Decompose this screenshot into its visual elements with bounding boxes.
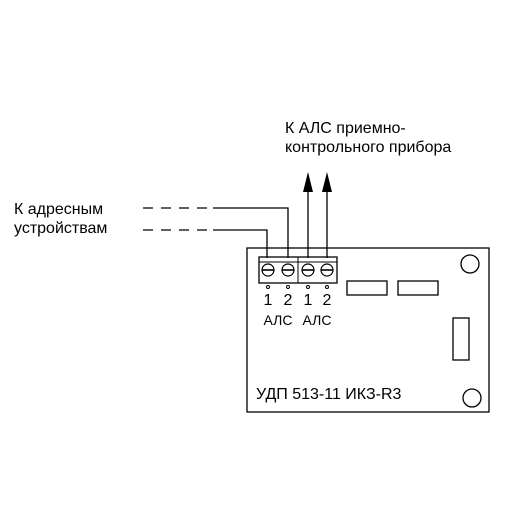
devices-label-line1: К адресным bbox=[14, 201, 103, 218]
board-title: УДП 513-11 ИКЗ-R3 bbox=[256, 386, 401, 403]
terminal-number-4: 2 bbox=[323, 292, 332, 309]
mounting-hole-bottom bbox=[462, 388, 482, 408]
terminal-block bbox=[258, 256, 338, 289]
terminal-screw-2 bbox=[281, 263, 295, 289]
board-component-left bbox=[346, 280, 388, 296]
terminal-screw-4 bbox=[320, 263, 334, 289]
board-outline bbox=[246, 247, 490, 413]
panel-wire-2-arrow-icon bbox=[322, 172, 332, 192]
terminal-number-1: 1 bbox=[264, 292, 273, 309]
terminal-number-3: 1 bbox=[304, 292, 313, 309]
panel-label-line1: К АЛС приемно- bbox=[285, 120, 406, 137]
board-component-vertical bbox=[452, 317, 470, 361]
board-component-right bbox=[397, 280, 439, 296]
terminal-screw-3 bbox=[301, 263, 315, 289]
devices-wire-2 bbox=[213, 207, 289, 258]
devices-label-line2: устройствам bbox=[14, 220, 107, 237]
terminal-number-2: 2 bbox=[284, 292, 293, 309]
mounting-hole-top bbox=[460, 254, 480, 274]
devices-wire-1 bbox=[213, 229, 268, 258]
panel-label-line2: контрольного прибора bbox=[285, 139, 451, 156]
panel-wire-1-arrow-icon bbox=[303, 172, 313, 192]
terminal-group-label-2: АЛС bbox=[303, 312, 332, 328]
terminal-screw-1 bbox=[261, 263, 275, 289]
terminal-group-label-1: АЛС bbox=[264, 312, 293, 328]
